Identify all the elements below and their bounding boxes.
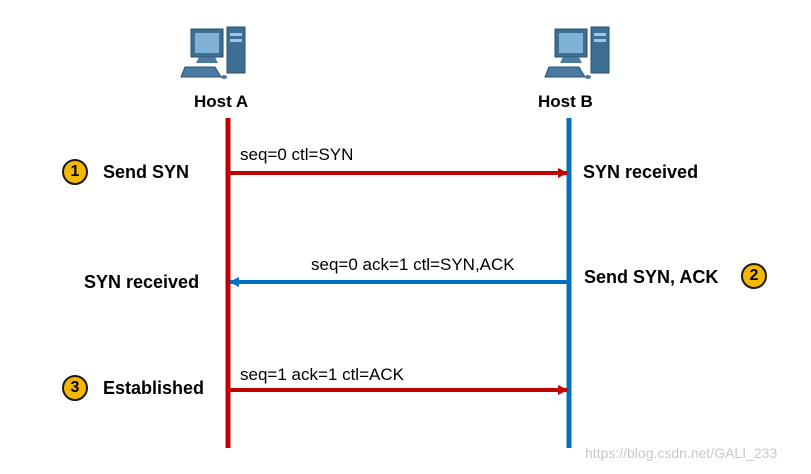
step-2-badge: 2 — [741, 263, 767, 289]
host-b-label: Host B — [538, 92, 593, 111]
step-1-label: Send SYN — [103, 162, 190, 182]
syn-ack-message-label: seq=0 ack=1 ctl=SYN,ACK — [311, 255, 515, 274]
host-a-label: Host A — [194, 92, 249, 111]
host-b-computer-icon — [544, 26, 610, 79]
step-2-label: Send SYN, ACK — [584, 267, 719, 287]
step-3-badge: 3 — [62, 375, 88, 401]
watermark-text: https://blog.csdn.net/GALI_233 — [585, 445, 778, 461]
host-a-computer-icon — [180, 26, 246, 79]
host-a-syn-received: SYN received — [84, 272, 200, 292]
step-3-label: Established — [103, 378, 205, 398]
host-b-syn-received: SYN received — [583, 162, 699, 182]
step-1-badge: 1 — [62, 159, 88, 185]
syn-message-label: seq=0 ctl=SYN — [240, 145, 354, 164]
ack-message-label: seq=1 ack=1 ctl=ACK — [240, 365, 404, 384]
